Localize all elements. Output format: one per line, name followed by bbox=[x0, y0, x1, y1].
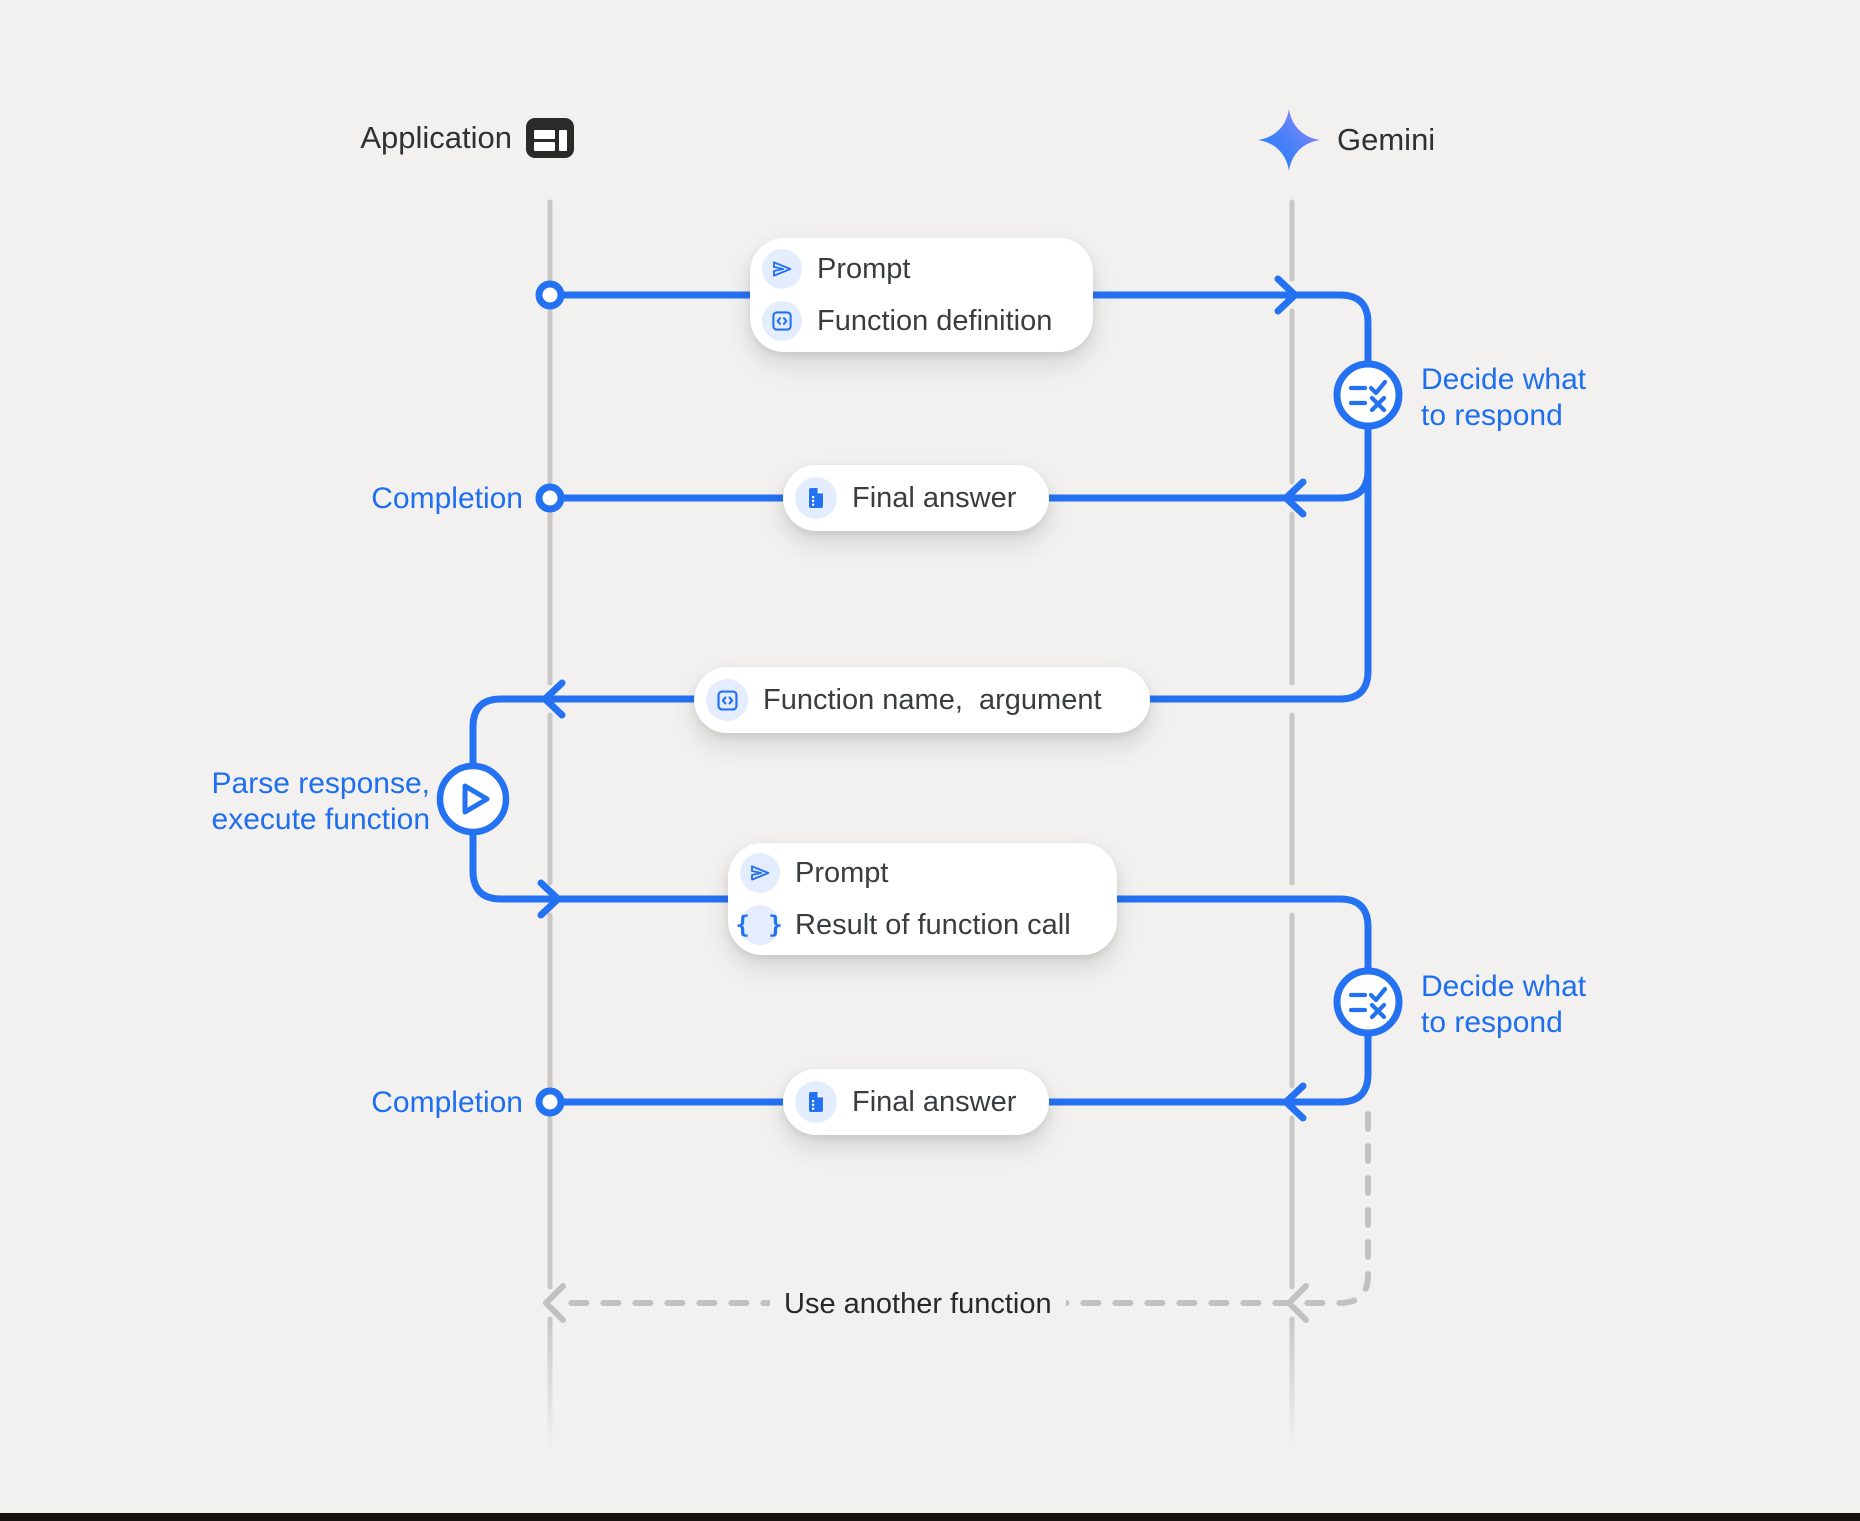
document-icon bbox=[795, 1081, 837, 1123]
loop-arrowheads bbox=[543, 1283, 1309, 1323]
card-label: Function name, argument bbox=[763, 683, 1102, 716]
card-final-answer-1: Final answer bbox=[783, 465, 1049, 531]
arrowhead-prompt-2 bbox=[537, 879, 562, 919]
decide-label-line1: Decide what bbox=[1421, 363, 1587, 396]
card-prompt-function-definition: Prompt Function definition bbox=[750, 238, 1093, 352]
completion-label-1: Completion bbox=[371, 482, 523, 515]
ring-completion-2 bbox=[535, 1087, 565, 1117]
decide-label-1: Decide what to respond bbox=[1421, 362, 1586, 434]
app-window-icon bbox=[526, 118, 574, 158]
card-label: Final answer bbox=[852, 1085, 1017, 1118]
arrowhead-function-name bbox=[541, 679, 566, 719]
actor-gemini-label: Gemini bbox=[1337, 122, 1436, 157]
arrowhead-final-answer-2 bbox=[1282, 1082, 1307, 1122]
decide-node-1 bbox=[1333, 360, 1403, 430]
ring-completion-1 bbox=[535, 483, 565, 513]
braces-glyph: { } bbox=[735, 911, 785, 939]
code-icon bbox=[762, 301, 802, 341]
send-icon bbox=[762, 249, 802, 289]
parse-label-line1: Parse response, bbox=[211, 767, 430, 800]
card-row: { } Result of function call bbox=[735, 899, 1091, 951]
bottom-edge-bar bbox=[0, 1513, 1860, 1521]
loop-dashed-path bbox=[557, 1111, 1371, 1306]
card-function-name-argument: Function name, argument bbox=[694, 667, 1150, 733]
parse-label-line2: execute function bbox=[211, 803, 430, 836]
parse-execute-label: Parse response, execute function bbox=[212, 766, 430, 838]
parse-execute-node bbox=[436, 762, 510, 836]
gemini-star-icon bbox=[1258, 109, 1320, 171]
decide-label-line1: Decide what bbox=[1421, 970, 1587, 1003]
braces-icon: { } bbox=[735, 905, 783, 945]
play-icon bbox=[462, 783, 490, 815]
message-arrowheads bbox=[537, 275, 1307, 1122]
card-prompt-result: Prompt { } Result of function call bbox=[728, 843, 1117, 955]
decide-label-line2: to respond bbox=[1421, 1006, 1563, 1039]
card-row: Final answer bbox=[795, 465, 1023, 531]
card-label: Final answer bbox=[852, 481, 1017, 514]
send-icon bbox=[740, 853, 780, 893]
arrowhead-final-answer-1 bbox=[1282, 478, 1307, 518]
card-label: Prompt bbox=[817, 252, 911, 285]
arrowhead-prompt-1 bbox=[1274, 275, 1299, 315]
card-row: Prompt bbox=[740, 847, 1091, 899]
card-row: Final answer bbox=[795, 1069, 1023, 1135]
card-label: Function definition bbox=[817, 304, 1053, 337]
card-row: Function definition bbox=[762, 295, 1067, 347]
decide-label-2: Decide what to respond bbox=[1421, 969, 1586, 1041]
actor-application-label: Application bbox=[360, 120, 512, 155]
code-icon bbox=[706, 679, 748, 721]
endpoint-rings bbox=[535, 280, 565, 1117]
checklist-rule-icon bbox=[1348, 986, 1388, 1020]
card-label: Result of function call bbox=[795, 908, 1071, 941]
checklist-rule-icon bbox=[1348, 379, 1388, 413]
card-row: Function name, argument bbox=[706, 667, 1124, 733]
completion-label-2: Completion bbox=[371, 1086, 523, 1119]
card-label: Prompt bbox=[795, 856, 889, 889]
loop-arrowhead-application bbox=[543, 1283, 566, 1323]
document-icon bbox=[795, 477, 837, 519]
route-round-1 bbox=[552, 291, 1372, 703]
decide-label-line2: to respond bbox=[1421, 399, 1563, 432]
ring-prompt-1 bbox=[535, 280, 565, 310]
loop-arrowhead-gemini bbox=[1286, 1283, 1309, 1323]
card-final-answer-2: Final answer bbox=[783, 1069, 1049, 1135]
card-row: Prompt bbox=[762, 243, 1067, 295]
use-another-function-label: Use another function bbox=[770, 1282, 1066, 1327]
decide-node-2 bbox=[1333, 967, 1403, 1037]
route-final-answer-1 bbox=[557, 466, 1372, 502]
